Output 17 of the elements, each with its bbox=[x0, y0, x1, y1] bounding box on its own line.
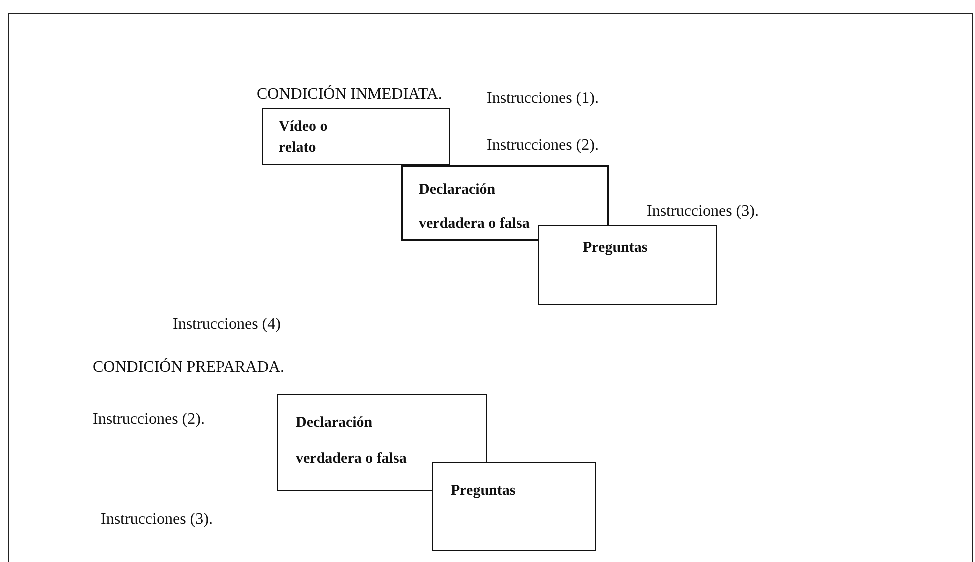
process-box bbox=[401, 165, 609, 241]
text-label: Instrucciones (3). bbox=[101, 511, 213, 529]
process-box bbox=[432, 462, 596, 551]
box-text: Declaración verdadera o falsa bbox=[296, 414, 408, 469]
box-text: Preguntas bbox=[451, 482, 517, 501]
box-text: Declaración verdadera o falsa bbox=[419, 181, 531, 234]
text-label: Instrucciones (1). bbox=[487, 90, 599, 108]
box-text: Preguntas bbox=[583, 239, 649, 258]
text-label: Instrucciones (2). bbox=[93, 411, 205, 429]
text-label: CONDICIÓN PREPARADA. bbox=[93, 359, 284, 377]
text-label: Instrucciones (4) bbox=[173, 316, 281, 334]
box-text: Vídeo o relato bbox=[279, 118, 329, 158]
process-box bbox=[262, 108, 450, 165]
text-label: Instrucciones (3). bbox=[647, 203, 759, 221]
text-label: CONDICIÓN INMEDIATA. bbox=[257, 86, 442, 104]
process-box bbox=[538, 225, 717, 305]
text-label: Instrucciones (2). bbox=[487, 137, 599, 155]
